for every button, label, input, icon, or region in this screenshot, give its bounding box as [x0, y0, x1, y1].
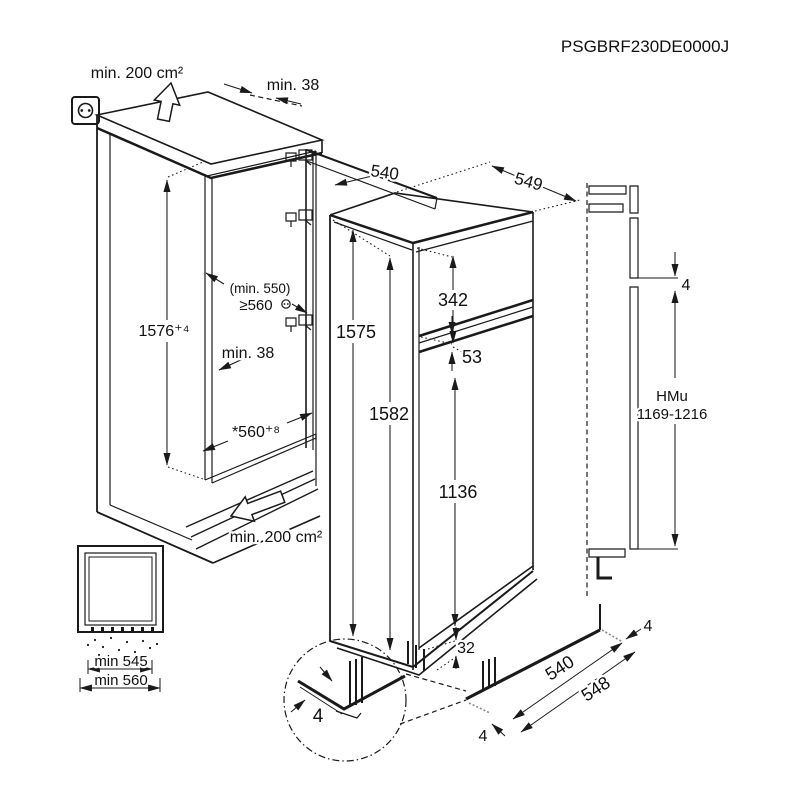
side-panel-view: [586, 183, 678, 598]
plinth-outer-width-label: 548: [578, 672, 614, 705]
part-number-label: PSGBRF230DE0000J: [561, 37, 729, 56]
hinge-brackets: [285, 149, 313, 332]
hmu-range-label: 1169-1216: [637, 406, 708, 423]
top-view-inner-width-label: min 545: [94, 653, 147, 670]
vent-top-label: min. 200 cm²: [91, 65, 184, 82]
door-gap-label: 53: [462, 347, 482, 367]
niche-height-label: 1576⁺⁴: [139, 323, 190, 340]
door-width-label: 540: [369, 161, 400, 184]
depth-label: 549: [512, 169, 545, 195]
lower-door-height-label: 1136: [439, 482, 478, 502]
top-view-outer-width-label: min 560: [94, 672, 147, 689]
spacer-symbol-icon: [281, 299, 291, 309]
plinth-gap-left-label: 4: [479, 728, 488, 745]
plinth-gap-right-label: 4: [644, 618, 653, 635]
upper-door-height-label: 342: [438, 290, 468, 310]
niche-top-view: [77, 545, 164, 692]
niche-depth-label: ≥560: [239, 297, 272, 314]
cabinet-door-open: [306, 149, 438, 210]
hmu-label: HMu: [656, 388, 688, 405]
detail-circle: [283, 638, 467, 762]
vent-bottom-label: min. 200 cm²: [230, 529, 323, 546]
detail-thickness-label: 4: [313, 706, 324, 727]
side-clearance-label: min. 38: [222, 345, 275, 362]
bottom-gap-label: 32: [457, 640, 475, 657]
vent-arrow-bottom-icon: [229, 490, 286, 523]
height-back-label: 1582: [369, 404, 409, 424]
side-panel-top-gap-label: 4: [682, 277, 691, 294]
top-clearance-label: min. 38: [267, 77, 320, 94]
dimension-lines: [79, 83, 679, 737]
power-socket-icon: [71, 96, 100, 125]
height-label: 1575: [336, 322, 376, 342]
niche-depth-note-label: (min. 550): [230, 281, 291, 296]
fridge-drawing: [329, 192, 538, 676]
cabinet-drawing: [94, 91, 325, 564]
floor-depth-label: *560⁺⁸: [232, 424, 280, 441]
vent-arrow-top-icon: [152, 81, 181, 123]
